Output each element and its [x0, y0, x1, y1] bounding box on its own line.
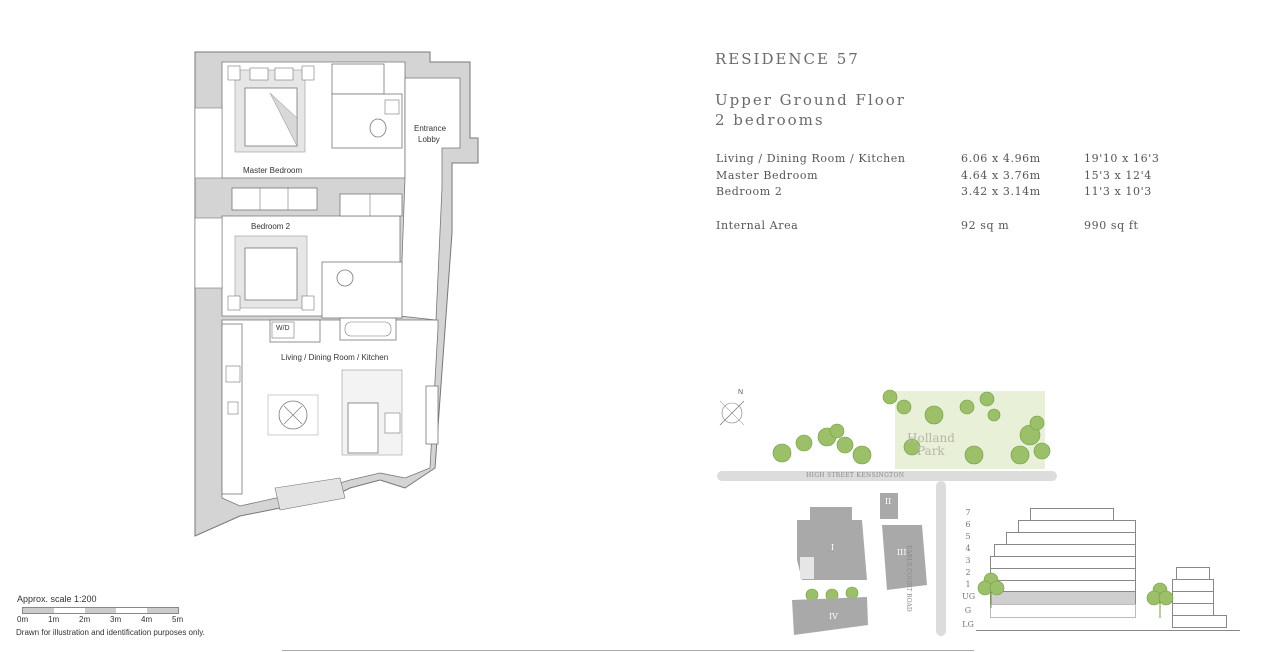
spec-room: Bedroom 2 — [716, 185, 783, 198]
spec-imperial: 11'3 x 10'3 — [1084, 185, 1152, 198]
floor-label: 3 — [965, 556, 971, 565]
compass-n-label: N — [738, 389, 744, 396]
elevation-ground-line — [976, 630, 1240, 631]
scale-tick: 4m — [141, 615, 153, 624]
elevation-floor — [990, 604, 1136, 618]
floor-label: 5 — [965, 532, 971, 541]
park-label-holland: Holland — [907, 431, 955, 445]
floor-plan — [194, 51, 479, 537]
elevation-floor-highlight — [990, 591, 1136, 605]
floor-label: 4 — [965, 544, 971, 553]
park-label-park: Park — [917, 444, 945, 458]
floor-label: UG — [962, 592, 976, 601]
building-label-iii: III — [897, 548, 907, 557]
plan-label-living: Living / Dining Room / Kitchen — [281, 353, 389, 362]
scale-tick: 0m — [17, 615, 29, 624]
plan-label-entrance: Entrance — [414, 124, 447, 133]
plan-label-bedroom-2: Bedroom 2 — [251, 222, 291, 231]
plan-label-master: Master Bedroom — [243, 166, 303, 175]
floor-label: LG — [962, 620, 974, 629]
area-row: Internal Area 92 sq m 990 sq ft — [716, 219, 1176, 235]
street-label: HIGH STREET KENSINGTON — [806, 472, 905, 479]
plan-label-wd: W/D — [276, 325, 290, 332]
floor-label: 7 — [965, 508, 971, 517]
floor-label: 1 — [965, 580, 971, 589]
building-label-iv: IV — [829, 612, 838, 621]
scale-tick: 1m — [48, 615, 60, 624]
scale-tick: 2m — [79, 615, 91, 624]
scale-tick: 5m — [172, 615, 184, 624]
building-label-ii: II — [885, 497, 892, 506]
spec-metric: 6.06 x 4.96m — [961, 152, 1041, 165]
spec-row: Living / Dining Room / Kitchen 6.06 x 4.… — [716, 152, 1176, 168]
spec-imperial: 15'3 x 12'4 — [1084, 169, 1152, 182]
scale-bar — [22, 607, 179, 614]
plan-label-lobby: Lobby — [418, 135, 440, 144]
tree-icon — [977, 572, 1005, 608]
floor-label: 2 — [965, 568, 971, 577]
footer-divider — [282, 650, 974, 651]
area-imperial: 990 sq ft — [1084, 219, 1139, 232]
tree-icon — [1146, 582, 1174, 618]
location-map — [717, 389, 1057, 636]
scale-tick: 3m — [110, 615, 122, 624]
disclaimer: Drawn for illustration and identificatio… — [16, 628, 205, 637]
spec-metric: 4.64 x 3.76m — [961, 169, 1041, 182]
spec-metric: 3.42 x 3.14m — [961, 185, 1041, 198]
building-label-i: I — [831, 543, 835, 552]
spec-room: Living / Dining Room / Kitchen — [716, 152, 906, 165]
bedrooms-subtitle: 2 bedrooms — [715, 111, 825, 129]
elevation-floor — [1172, 615, 1227, 628]
floor-label: G — [964, 606, 972, 615]
spec-row: Master Bedroom 4.64 x 3.76m 15'3 x 12'4 — [716, 169, 1176, 185]
area-label: Internal Area — [716, 219, 799, 232]
floor-label: 6 — [965, 520, 971, 529]
spec-row: Bedroom 2 3.42 x 3.14m 11'3 x 10'3 — [716, 185, 1176, 201]
residence-title: RESIDENCE 57 — [715, 50, 860, 68]
floor-subtitle: Upper Ground Floor — [715, 91, 906, 109]
spec-room: Master Bedroom — [716, 169, 819, 182]
spec-imperial: 19'10 x 16'3 — [1084, 152, 1160, 165]
scale-label: Approx. scale 1:200 — [17, 594, 97, 604]
area-metric: 92 sq m — [961, 219, 1010, 232]
